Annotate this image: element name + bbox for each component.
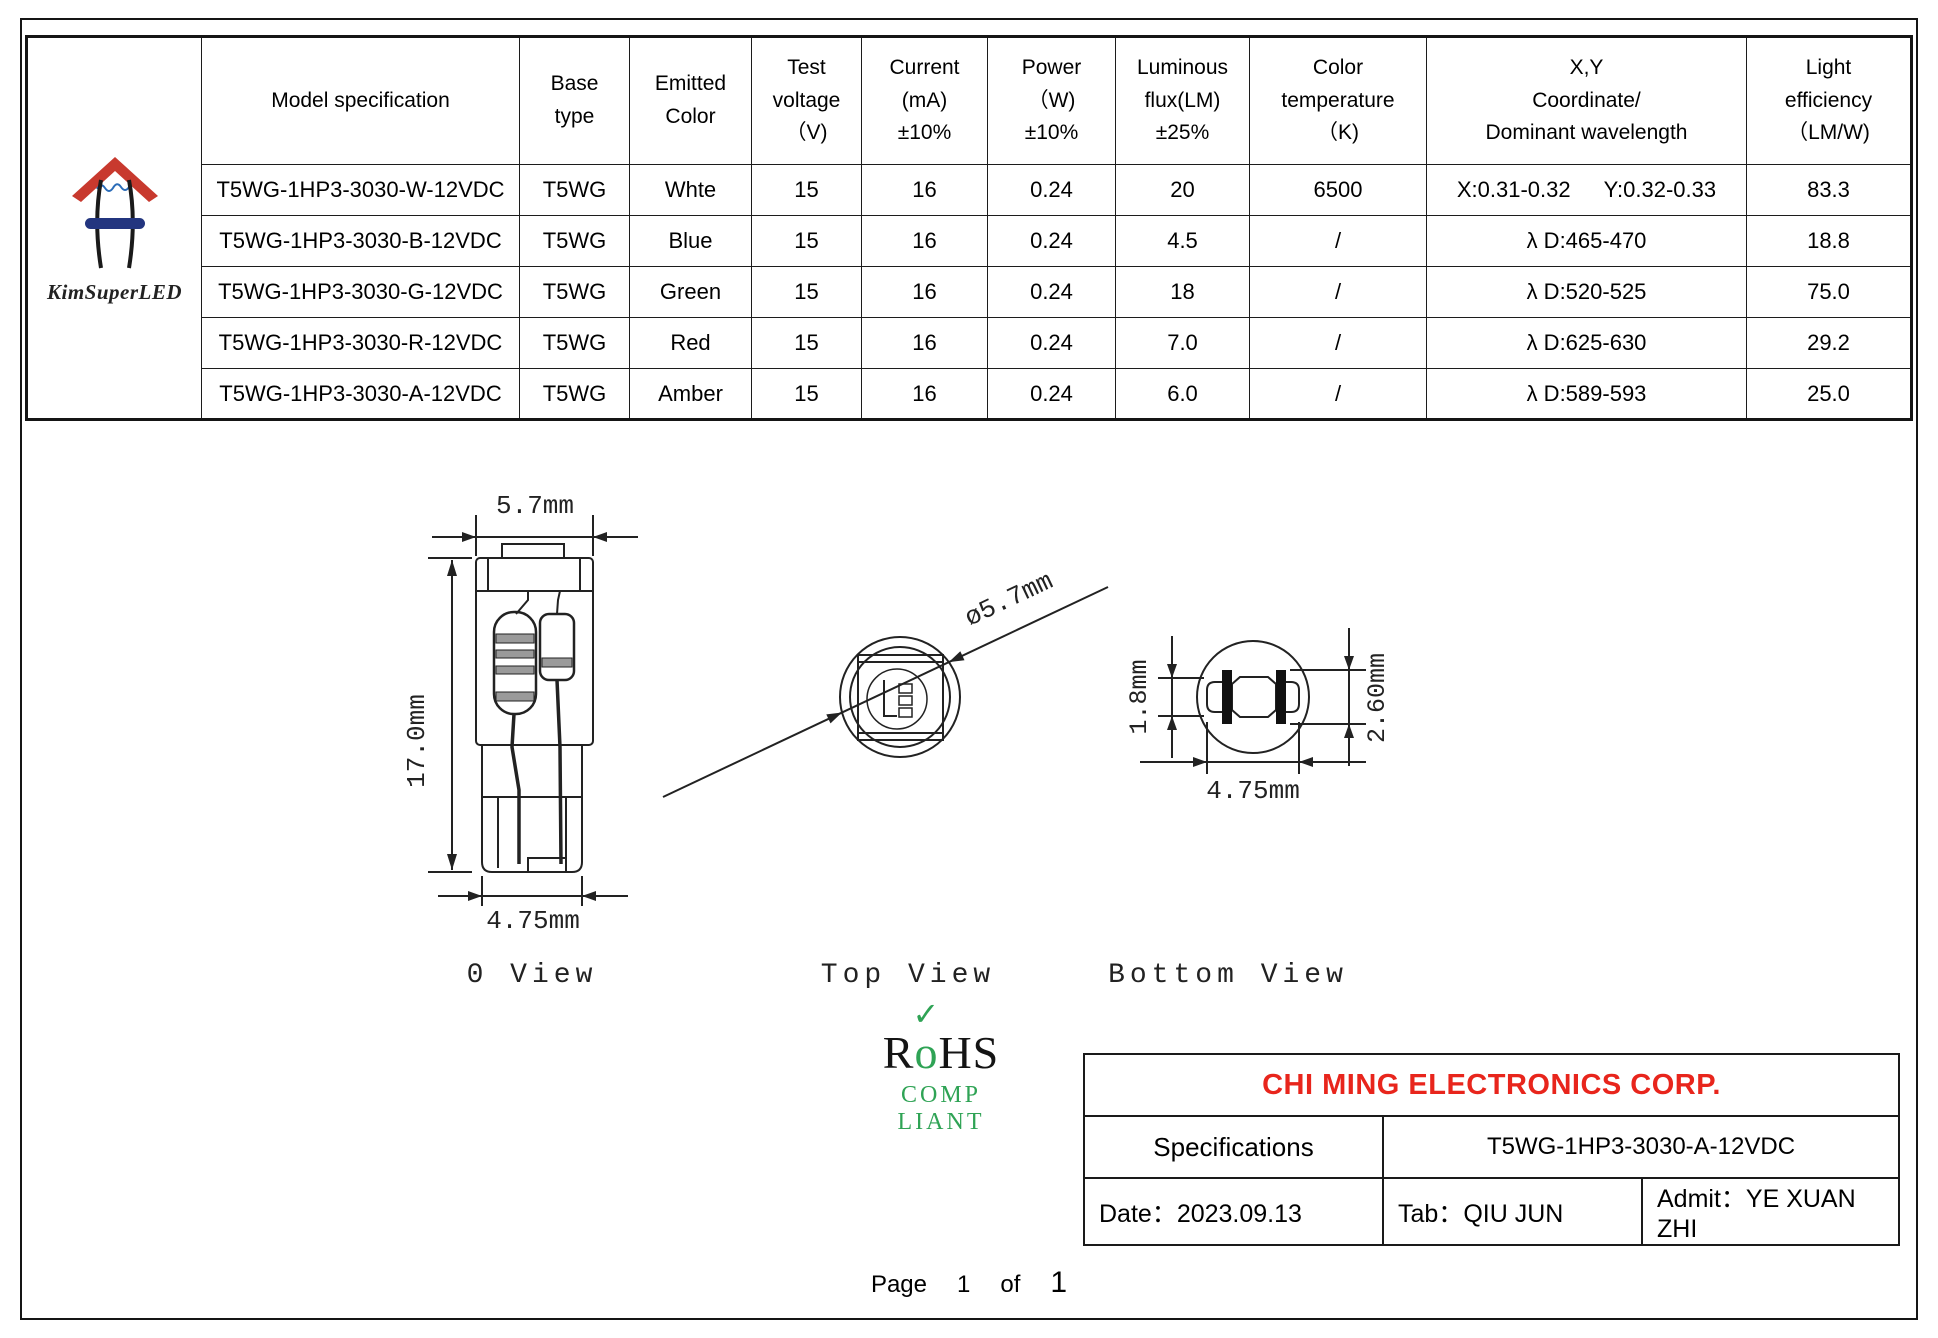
cell-xy-coordinate: λ D:625-630 [1426,317,1747,369]
cell-light-efficiency: 83.3 [1746,164,1912,216]
cell-xy-coordinate: λ D:465-470 [1426,215,1747,267]
col-header-luminous-flux: Luminous flux(LM) ±25% [1115,36,1250,165]
cell-light-efficiency: 18.8 [1746,215,1912,267]
specifications-model: T5WG-1HP3-3030-A-12VDC [1382,1115,1900,1179]
date-label: Date： [1099,1199,1177,1228]
company-name: CHI MING ELECTRONICS CORP. [1083,1053,1900,1117]
cell-current: 16 [861,317,988,369]
date-value: 2023.09.13 [1176,1199,1302,1228]
cell-model: T5WG-1HP3-3030-A-12VDC [201,368,520,420]
cell-luminous-flux: 7.0 [1115,317,1250,369]
specifications-label: Specifications [1083,1115,1384,1179]
cell-power: 0.24 [987,266,1116,318]
cell-current: 16 [861,368,988,420]
cell-power: 0.24 [987,215,1116,267]
cell-test-voltage: 15 [751,266,862,318]
cell-luminous-flux: 4.5 [1115,215,1250,267]
rohs-letter-r: R [882,1027,915,1078]
footer-of-word: of [1000,1271,1021,1298]
col-header-emitted-color: Emitted Color [629,36,752,165]
cell-model: T5WG-1HP3-3030-G-12VDC [201,266,520,318]
spec-table: KimSuperLED Model specification Base typ… [25,35,1913,421]
col-header-xy-coordinate: X,Y Coordinate/ Dominant wavelength [1426,36,1747,165]
date-cell: Date：2023.09.13 [1083,1177,1384,1246]
tab-value: QIU JUN [1463,1199,1564,1228]
cell-xy-coordinate: λ D:520-525 [1426,266,1747,318]
kimsuperled-logo-icon [71,156,158,268]
cell-emitted-color: Whte [629,164,752,216]
cell-power: 0.24 [987,164,1116,216]
cell-base-type: T5WG [519,317,630,369]
cell-color-temperature: / [1249,215,1427,267]
page-footer: Page 1 of 1 [871,1266,1067,1300]
cell-power: 0.24 [987,317,1116,369]
rohs-mark: Ro✓HS COMP LIANT [856,996,1026,1136]
cell-base-type: T5WG [519,368,630,420]
cell-luminous-flux: 6.0 [1115,368,1250,420]
cell-color-temperature: / [1249,266,1427,318]
tab-label: Tab： [1398,1199,1464,1228]
cell-light-efficiency: 75.0 [1746,266,1912,318]
footer-total-pages: 1 [1050,1266,1068,1299]
footer-page-word: Page [870,1271,927,1298]
col-header-model: Model specification [201,36,520,165]
tab-cell: Tab：QIU JUN [1382,1177,1643,1246]
col-header-current: Current (mA) ±10% [861,36,988,165]
cell-light-efficiency: 25.0 [1746,368,1912,420]
cell-light-efficiency: 29.2 [1746,317,1912,369]
col-header-color-temperature: Color temperature （K) [1249,36,1427,165]
col-header-test-voltage: Test voltage （V) [751,36,862,165]
admit-label: Admit： [1657,1185,1746,1213]
rohs-letter-o-text: o [914,1027,939,1078]
cell-model: T5WG-1HP3-3030-R-12VDC [201,317,520,369]
admit-cell: Admit：YE XUAN ZHI [1641,1177,1900,1246]
rohs-letters-hs: HS [938,1027,1000,1078]
admit-value: YE XUAN ZHI [1657,1185,1856,1243]
cell-xy-coordinate: X:0.31-0.32 Y:0.32-0.33 [1426,164,1747,216]
rohs-compliant-text: COMP LIANT [897,1081,985,1135]
cell-test-voltage: 15 [751,368,862,420]
cell-model: T5WG-1HP3-3030-W-12VDC [201,164,520,216]
cell-emitted-color: Amber [629,368,752,420]
cell-xy-coordinate: λ D:589-593 [1426,368,1747,420]
cell-emitted-color: Green [629,266,752,318]
cell-test-voltage: 15 [751,215,862,267]
cell-base-type: T5WG [519,266,630,318]
check-icon: ✓ [912,995,941,1033]
cell-base-type: T5WG [519,215,630,267]
cell-luminous-flux: 18 [1115,266,1250,318]
brand-name: KimSuperLED [46,279,183,304]
cell-color-temperature: / [1249,368,1427,420]
cell-color-temperature: 6500 [1249,164,1427,216]
cell-power: 0.24 [987,368,1116,420]
table-row: T5WG-1HP3-3030-R-12VDC T5WG Red 15 16 0.… [27,317,1912,369]
cell-test-voltage: 15 [751,164,862,216]
col-header-power: Power （W) ±10% [987,36,1116,165]
table-row: T5WG-1HP3-3030-A-12VDC T5WG Amber 15 16 … [27,368,1912,420]
rohs-logo: Ro✓HS [856,996,1026,1079]
cell-current: 16 [861,164,988,216]
cell-current: 16 [861,215,988,267]
cell-base-type: T5WG [519,164,630,216]
rohs-letter-o: o✓ [912,996,939,1078]
logo-cell: KimSuperLED [26,36,202,420]
table-row: T5WG-1HP3-3030-W-12VDC T5WG Whte 15 16 0… [27,164,1912,216]
company-title-block: CHI MING ELECTRONICS CORP. Specification… [1083,1053,1900,1246]
cell-current: 16 [861,266,988,318]
footer-page-number: 1 [957,1271,971,1298]
cell-emitted-color: Red [629,317,752,369]
cell-test-voltage: 15 [751,317,862,369]
cell-model: T5WG-1HP3-3030-B-12VDC [201,215,520,267]
table-row: T5WG-1HP3-3030-G-12VDC T5WG Green 15 16 … [27,266,1912,318]
col-header-base-type: Base type [519,36,630,165]
cell-emitted-color: Blue [629,215,752,267]
table-row: T5WG-1HP3-3030-B-12VDC T5WG Blue 15 16 0… [27,215,1912,267]
cell-luminous-flux: 20 [1115,164,1250,216]
col-header-light-efficiency: Light efficiency （LM/W) [1746,36,1912,165]
cell-color-temperature: / [1249,317,1427,369]
